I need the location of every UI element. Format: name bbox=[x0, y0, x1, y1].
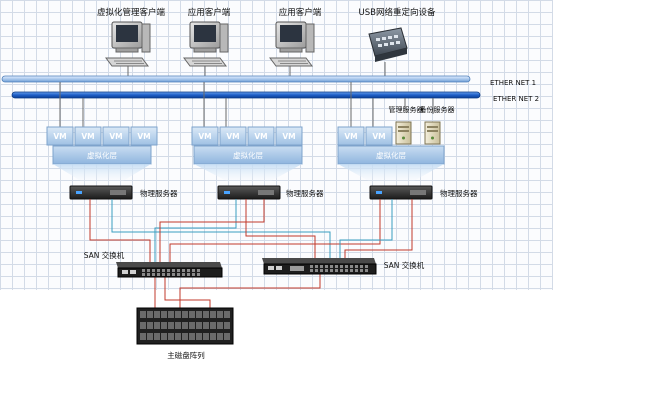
san-link bbox=[344, 199, 413, 258]
vm-box bbox=[130, 126, 158, 146]
ethernet-2-label: ETHER NET 2 bbox=[493, 95, 539, 103]
vm-box bbox=[46, 126, 74, 146]
vm-label: VM bbox=[372, 132, 385, 141]
san-switch-label: SAN 交换机 bbox=[84, 250, 125, 260]
switch-port-row bbox=[310, 265, 368, 272]
storage-label: 主磁盘阵列 bbox=[167, 350, 205, 360]
client-label: 应用客户端 bbox=[188, 7, 231, 18]
san-switch-1 bbox=[116, 262, 223, 278]
switch-port bbox=[276, 266, 282, 270]
server-drive-bay bbox=[258, 190, 274, 195]
server-led bbox=[224, 191, 230, 194]
san-link bbox=[89, 199, 151, 262]
layer-funnel bbox=[194, 164, 302, 186]
physical-server-icon bbox=[69, 185, 133, 200]
switch-top bbox=[262, 258, 376, 264]
vm-label: VM bbox=[226, 132, 239, 141]
pc-icon bbox=[269, 21, 315, 67]
physical-server-label: 物理服务器 bbox=[140, 188, 178, 198]
management-server-icon bbox=[395, 121, 412, 145]
lan-link bbox=[111, 199, 331, 258]
virtualization-layer-label: 虚拟化层 bbox=[233, 150, 263, 160]
vm-box bbox=[74, 126, 102, 146]
vm-box bbox=[102, 126, 130, 146]
vm-label: VM bbox=[282, 132, 295, 141]
switch-port bbox=[130, 270, 136, 274]
server-drive-bay bbox=[110, 190, 126, 195]
ethernet-bus-2 bbox=[11, 91, 481, 99]
lan-link bbox=[339, 199, 393, 258]
ethernet-bus-1 bbox=[1, 75, 471, 83]
switch-port bbox=[122, 270, 128, 274]
vm-label: VM bbox=[109, 132, 122, 141]
vm-box bbox=[275, 126, 303, 146]
vm-label: VM bbox=[198, 132, 211, 141]
pc-icon bbox=[105, 21, 151, 67]
switch-top bbox=[116, 262, 222, 268]
virtualization-layer-label: 虚拟化层 bbox=[87, 150, 117, 160]
management-server-label: 管理服务器 bbox=[389, 105, 424, 114]
host-group-3: VM VM 管理服务器 备份服务器 虚拟化层 bbox=[337, 105, 478, 200]
client-label: 虚拟化管理客户端 bbox=[97, 7, 166, 18]
host-group-1: VM VM VM VM 虚拟化层 物理服务器 bbox=[46, 126, 178, 200]
physical-server-icon bbox=[369, 185, 433, 200]
vm-label: VM bbox=[254, 132, 267, 141]
switch-icon bbox=[117, 267, 223, 278]
san-link bbox=[164, 276, 211, 308]
switch-port-row bbox=[142, 269, 200, 276]
disk-bays bbox=[140, 311, 230, 340]
bus-drop-lines bbox=[59, 82, 434, 127]
san-link bbox=[159, 199, 265, 262]
layer-funnel bbox=[338, 164, 444, 186]
server-led bbox=[76, 191, 82, 194]
vm-label: VM bbox=[53, 132, 66, 141]
san-link bbox=[169, 199, 381, 262]
pc-icon bbox=[183, 21, 229, 67]
vm-label: VM bbox=[137, 132, 150, 141]
san-links bbox=[89, 199, 413, 308]
vm-box bbox=[337, 126, 365, 146]
server-drive-bay bbox=[410, 190, 426, 195]
host-group-2: VM VM VM VM 虚拟化层 物理服务器 bbox=[191, 126, 324, 200]
san-switch-label: SAN 交换机 bbox=[384, 260, 425, 270]
vm-label: VM bbox=[81, 132, 94, 141]
vm-box bbox=[219, 126, 247, 146]
vm-box bbox=[191, 126, 219, 146]
switch-port bbox=[290, 266, 304, 271]
ethernet-1-label: ETHER NET 1 bbox=[490, 79, 536, 87]
physical-server-label: 物理服务器 bbox=[440, 188, 478, 198]
backup-server-label: 备份服务器 bbox=[420, 105, 455, 114]
server-led bbox=[376, 191, 382, 194]
usb-device-icon bbox=[368, 27, 408, 62]
switch-port bbox=[268, 266, 274, 270]
vm-label: VM bbox=[344, 132, 357, 141]
storage-array-icon bbox=[136, 307, 234, 345]
layer-funnel bbox=[53, 164, 151, 186]
virtualization-layer-label: 虚拟化层 bbox=[376, 150, 406, 160]
san-switch-2 bbox=[262, 258, 377, 275]
client-label: USB网络重定向设备 bbox=[359, 7, 436, 18]
lan-link bbox=[154, 199, 237, 262]
vm-box bbox=[247, 126, 275, 146]
san-link bbox=[245, 199, 316, 258]
client-label: 应用客户端 bbox=[279, 7, 322, 18]
physical-server-label: 物理服务器 bbox=[286, 188, 324, 198]
san-link bbox=[179, 274, 321, 308]
backup-server-icon bbox=[424, 121, 441, 145]
vm-box bbox=[365, 126, 393, 146]
physical-server-icon bbox=[217, 185, 281, 200]
